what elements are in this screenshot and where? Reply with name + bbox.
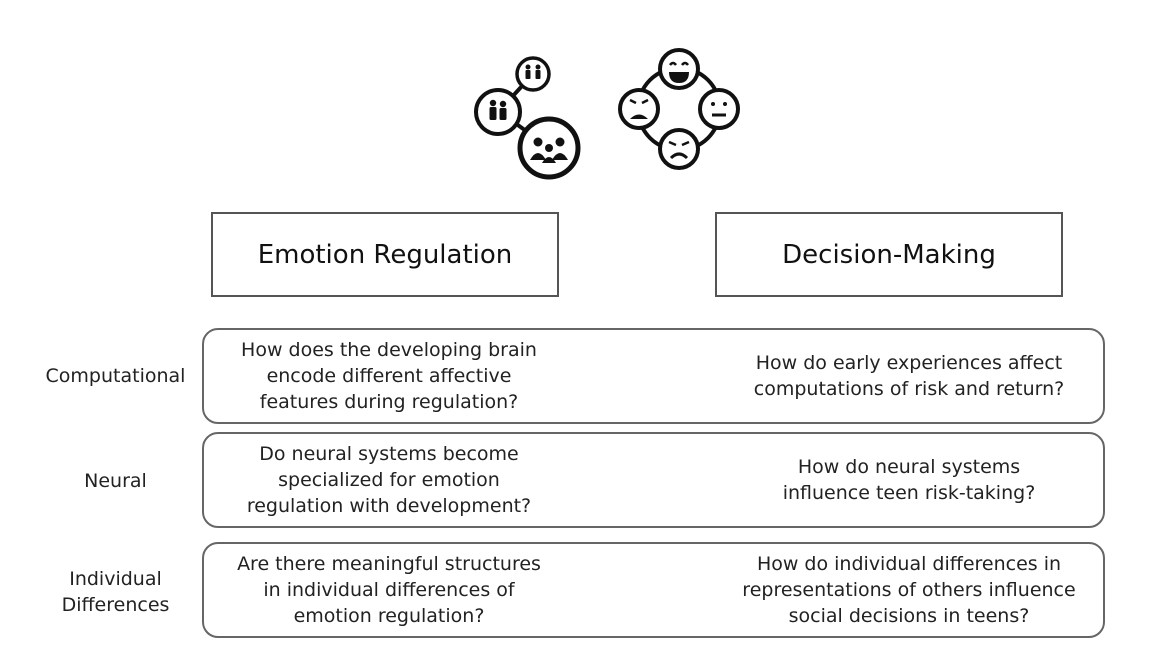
individual-differences-decision-question: How do individual differences in represe…	[742, 553, 1076, 627]
computational-emotion-question: How does the developing brain encode dif…	[241, 339, 537, 413]
decision-making-header: Decision-Making	[715, 212, 1063, 297]
neural-emotion-question: Do neural systems become specialized for…	[246, 443, 532, 517]
row-label-computational: Computational	[45, 365, 186, 387]
row-computational: How does the developing brain encode dif…	[202, 328, 1105, 424]
row-neural: Do neural systems become specialized for…	[202, 432, 1105, 528]
social-network-icon	[474, 56, 581, 180]
individual-differences-emotion-question: Are there meaningful structures in indiv…	[237, 553, 541, 627]
header-icons	[474, 48, 740, 180]
row-label-individual-differences: Individual Differences	[61, 568, 170, 616]
row-individual-differences: Are there meaningful structures in indiv…	[202, 542, 1105, 638]
emotion-regulation-header: Emotion Regulation	[211, 212, 559, 297]
emotion-regulation-title: Emotion Regulation	[257, 239, 513, 270]
neural-decision-question: How do neural systems influence teen ris…	[782, 456, 1036, 504]
row-label-neural: Neural	[84, 470, 147, 492]
computational-decision-question: How do early experiences affect computat…	[753, 352, 1065, 400]
decision-making-title: Decision-Making	[782, 239, 996, 270]
emotion-faces-cycle-icon	[618, 48, 740, 170]
